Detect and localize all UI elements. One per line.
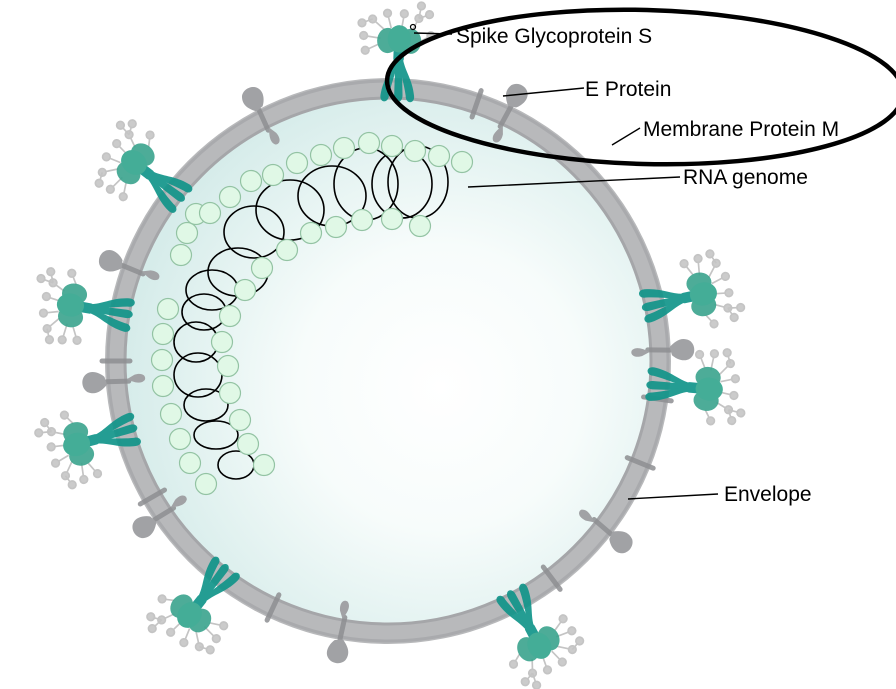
nucleocapsid-protein [357,131,381,155]
nucleocapsid-protein [175,221,199,245]
nucleocapsid-protein [350,208,374,232]
nucleocapsid-protein [218,381,242,405]
nucleocapsid-protein [210,330,234,354]
leader-e-protein [502,87,585,97]
leader-rna [467,176,681,188]
nucleocapsid-protein [150,348,174,372]
nucleocapsid-protein [218,185,242,209]
leader-lines [409,23,719,500]
nucleocapsid-protein [178,451,202,475]
nucleocapsid-protein [252,453,276,477]
nucleocapsid-protein [380,207,404,231]
leader-envelope [627,493,719,500]
annotation-ellipse [384,7,896,167]
nucleocapsid-protein [198,201,222,225]
nucleocapsid-protein [309,143,333,167]
nucleocapsid-protein [261,163,285,187]
nucleocapsid-protein [233,278,257,302]
label-membrane-protein: Membrane Protein M [643,118,839,141]
nucleocapsid-protein [239,169,263,193]
nucleocapsid-protein [156,297,180,321]
label-envelope: Envelope [724,483,812,506]
nucleocapsid-protein [218,304,242,328]
label-spike-glycoprotein: Spike Glycoprotein S [456,25,652,48]
nucleocapsid-protein [151,322,175,346]
nucleocapsid-protein [169,243,193,267]
rna-loop [183,388,229,422]
label-e-protein: E Protein [585,78,671,101]
nucleocapsid-protein [285,151,309,175]
nucleocapsid-beads [150,131,474,496]
nucleocapsid-protein [216,354,240,378]
nucleocapsid-protein [228,408,252,432]
nucleocapsid-protein [408,214,432,238]
nucleocapsid-protein [427,144,451,168]
leader-spike-dot [409,23,417,31]
nucleocapsid-protein [380,134,404,158]
nucleocapsid-protein [299,221,323,245]
nucleocapsid-protein [159,402,183,426]
label-rna-genome: RNA genome [683,166,808,189]
nucleocapsid-protein [151,374,175,398]
nucleocapsid-protein [403,139,427,163]
nucleocapsid-protein [194,472,218,496]
nucleocapsid-protein [236,432,260,456]
nucleocapsid-protein [250,256,274,280]
rna-loop [193,420,239,450]
nucleocapsid-protein [168,427,192,451]
nucleocapsid-protein [275,238,299,262]
rna-loop [223,205,285,259]
nucleocapsid-protein [450,150,474,174]
leader-membrane-protein [611,127,641,146]
virion [105,78,671,644]
nucleocapsid-protein [332,136,356,160]
nucleocapsid-protein [324,215,348,239]
